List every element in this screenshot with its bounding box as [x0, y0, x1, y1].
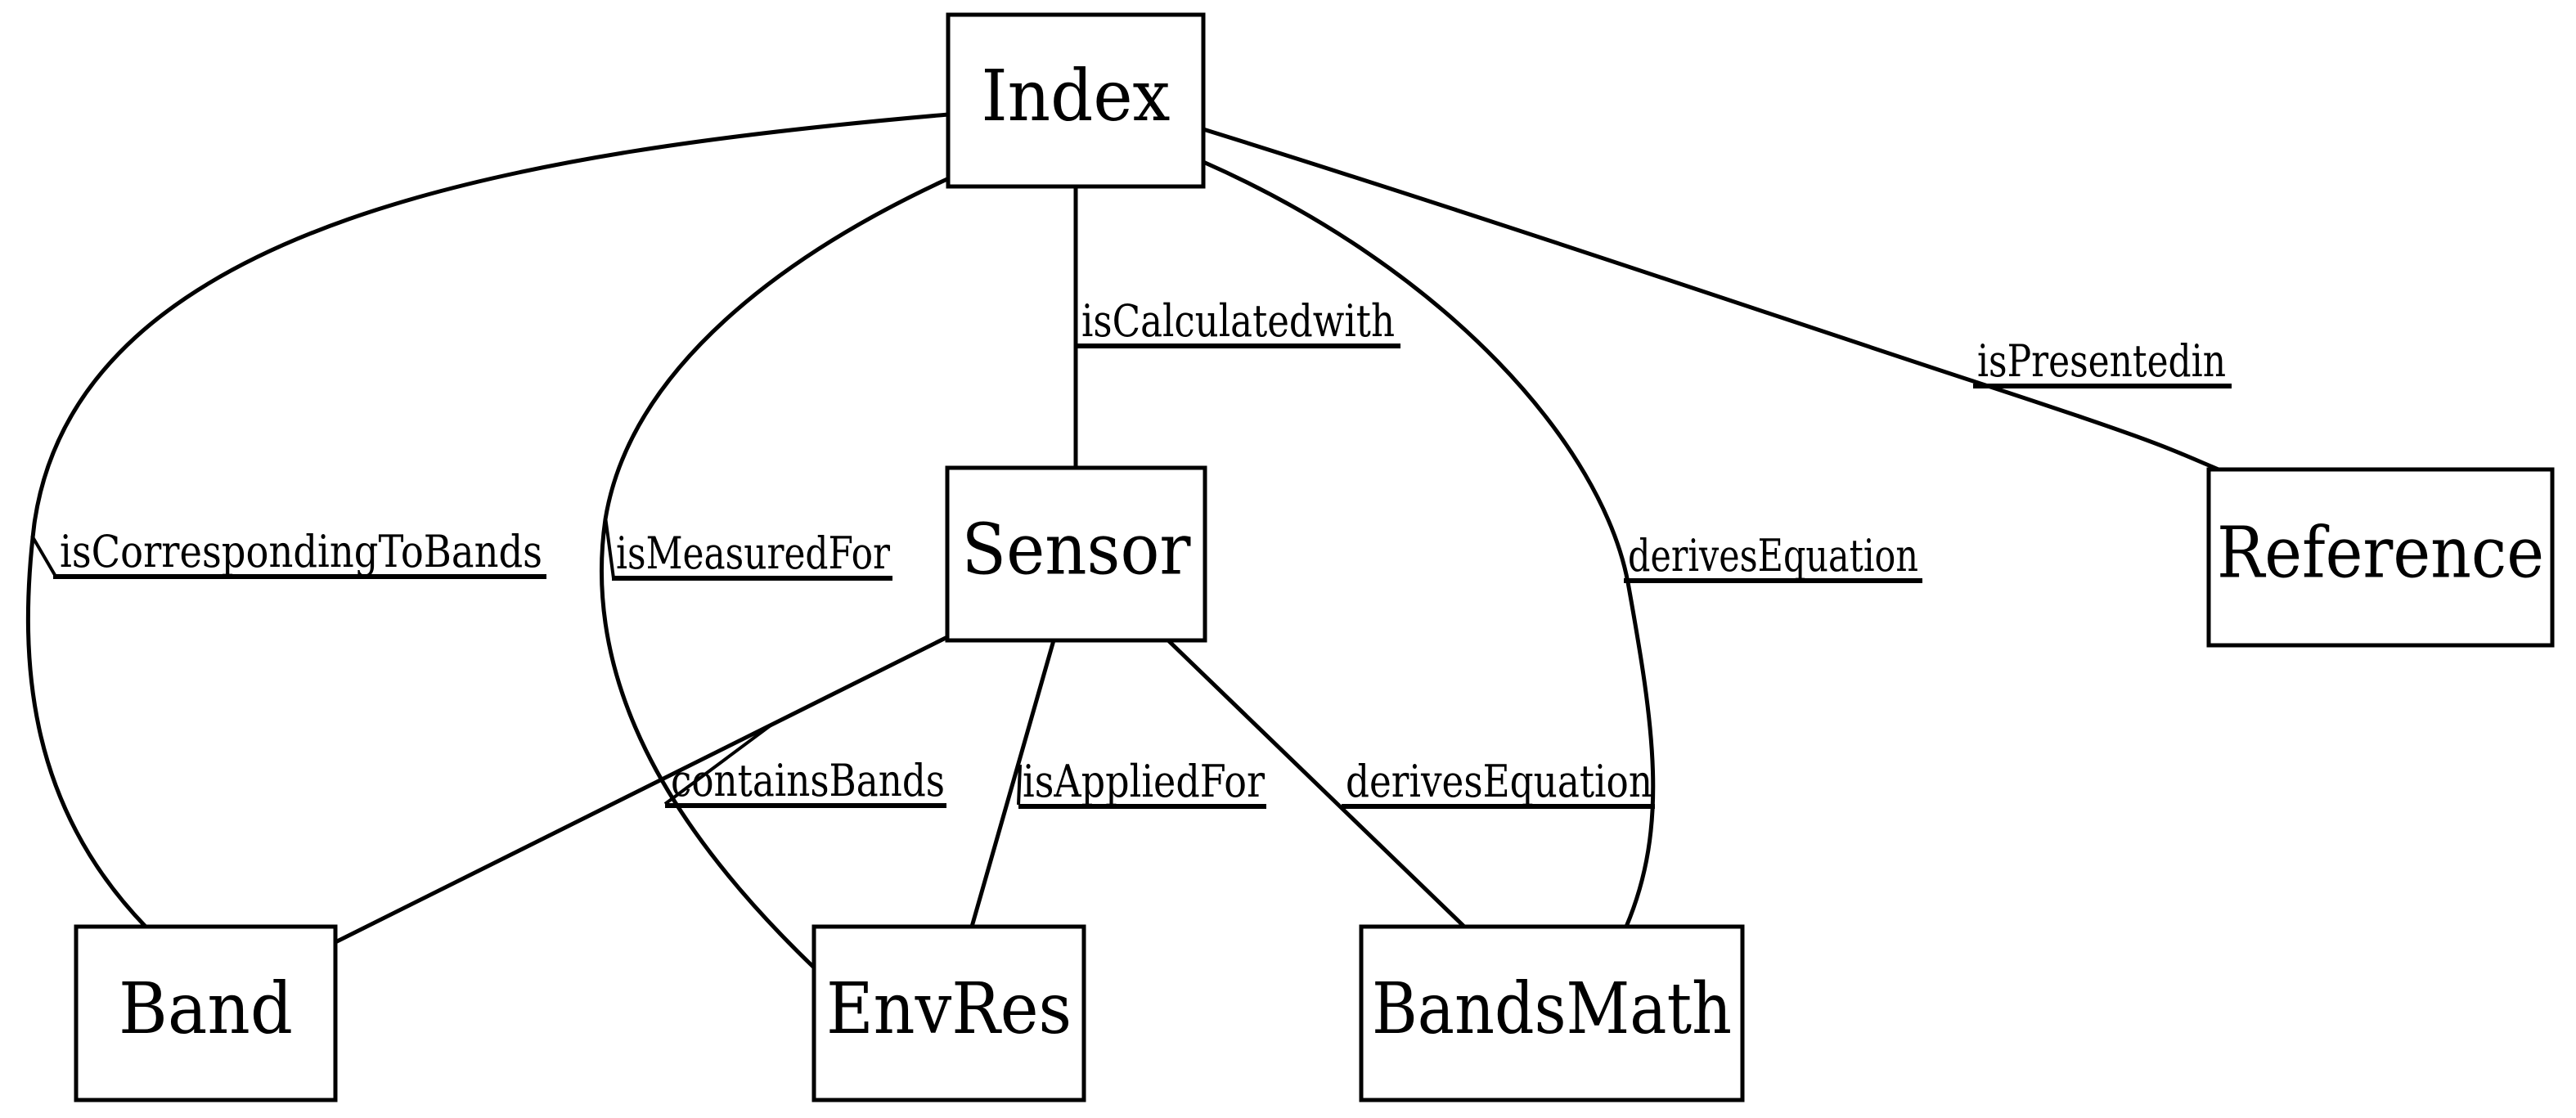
node-bandsmath-label: BandsMath [1372, 968, 1732, 1050]
label-containsbands: containsBands [671, 755, 945, 806]
leader-containsbands [663, 724, 772, 806]
label-ismeasuredfor: isMeasuredFor [616, 528, 890, 579]
label-derivesequation-right: derivesEquation [1628, 530, 1918, 581]
leader-isappliedfor [1017, 764, 1022, 806]
label-iscorrespondingtobands: isCorrespondingToBands [60, 526, 542, 577]
node-envres-label: EnvRes [826, 968, 1072, 1050]
edge-labels-layer: isCalculatedwith isPresentedin isCorrespon… [53, 295, 2232, 809]
node-reference-label: Reference [2217, 513, 2544, 595]
label-leaders-layer [30, 516, 1022, 806]
label-iscalculatedwith: isCalculatedwith [1081, 295, 1395, 347]
label-isappliedfor: isAppliedFor [1023, 756, 1265, 807]
edge-sensor-bandsmath [1167, 639, 1466, 928]
edge-index-reference [1203, 127, 2219, 472]
leader-ismeasuredfor [604, 516, 615, 579]
label-ispresentedin: isPresentedin [1977, 335, 2226, 387]
label-derivesequation-lower: derivesEquation [1346, 756, 1652, 807]
node-sensor-box [945, 465, 1207, 643]
node-reference-box [2206, 467, 2555, 648]
node-bandsmath: BandsMath [1359, 924, 1745, 1102]
node-reference: Reference [2206, 467, 2555, 648]
node-index-box [946, 12, 1206, 189]
node-band: Band [74, 924, 338, 1102]
node-band-label: Band [119, 968, 293, 1050]
edge-index-band [25, 112, 949, 928]
node-envres-box [811, 924, 1086, 1102]
node-envres: EnvRes [811, 924, 1086, 1102]
node-index-label: Index [982, 56, 1171, 137]
node-bandsmath-box [1359, 924, 1745, 1102]
edge-sensor-band [334, 635, 949, 945]
node-band-box [74, 924, 338, 1102]
node-sensor-label: Sensor [962, 510, 1192, 591]
node-sensor: Sensor [945, 465, 1207, 643]
edge-sensor-envres [969, 640, 1056, 927]
edge-index-bandsmath [1202, 159, 1656, 927]
leader-iscorrespondingtobands [30, 534, 56, 577]
node-index: Index [946, 12, 1206, 189]
